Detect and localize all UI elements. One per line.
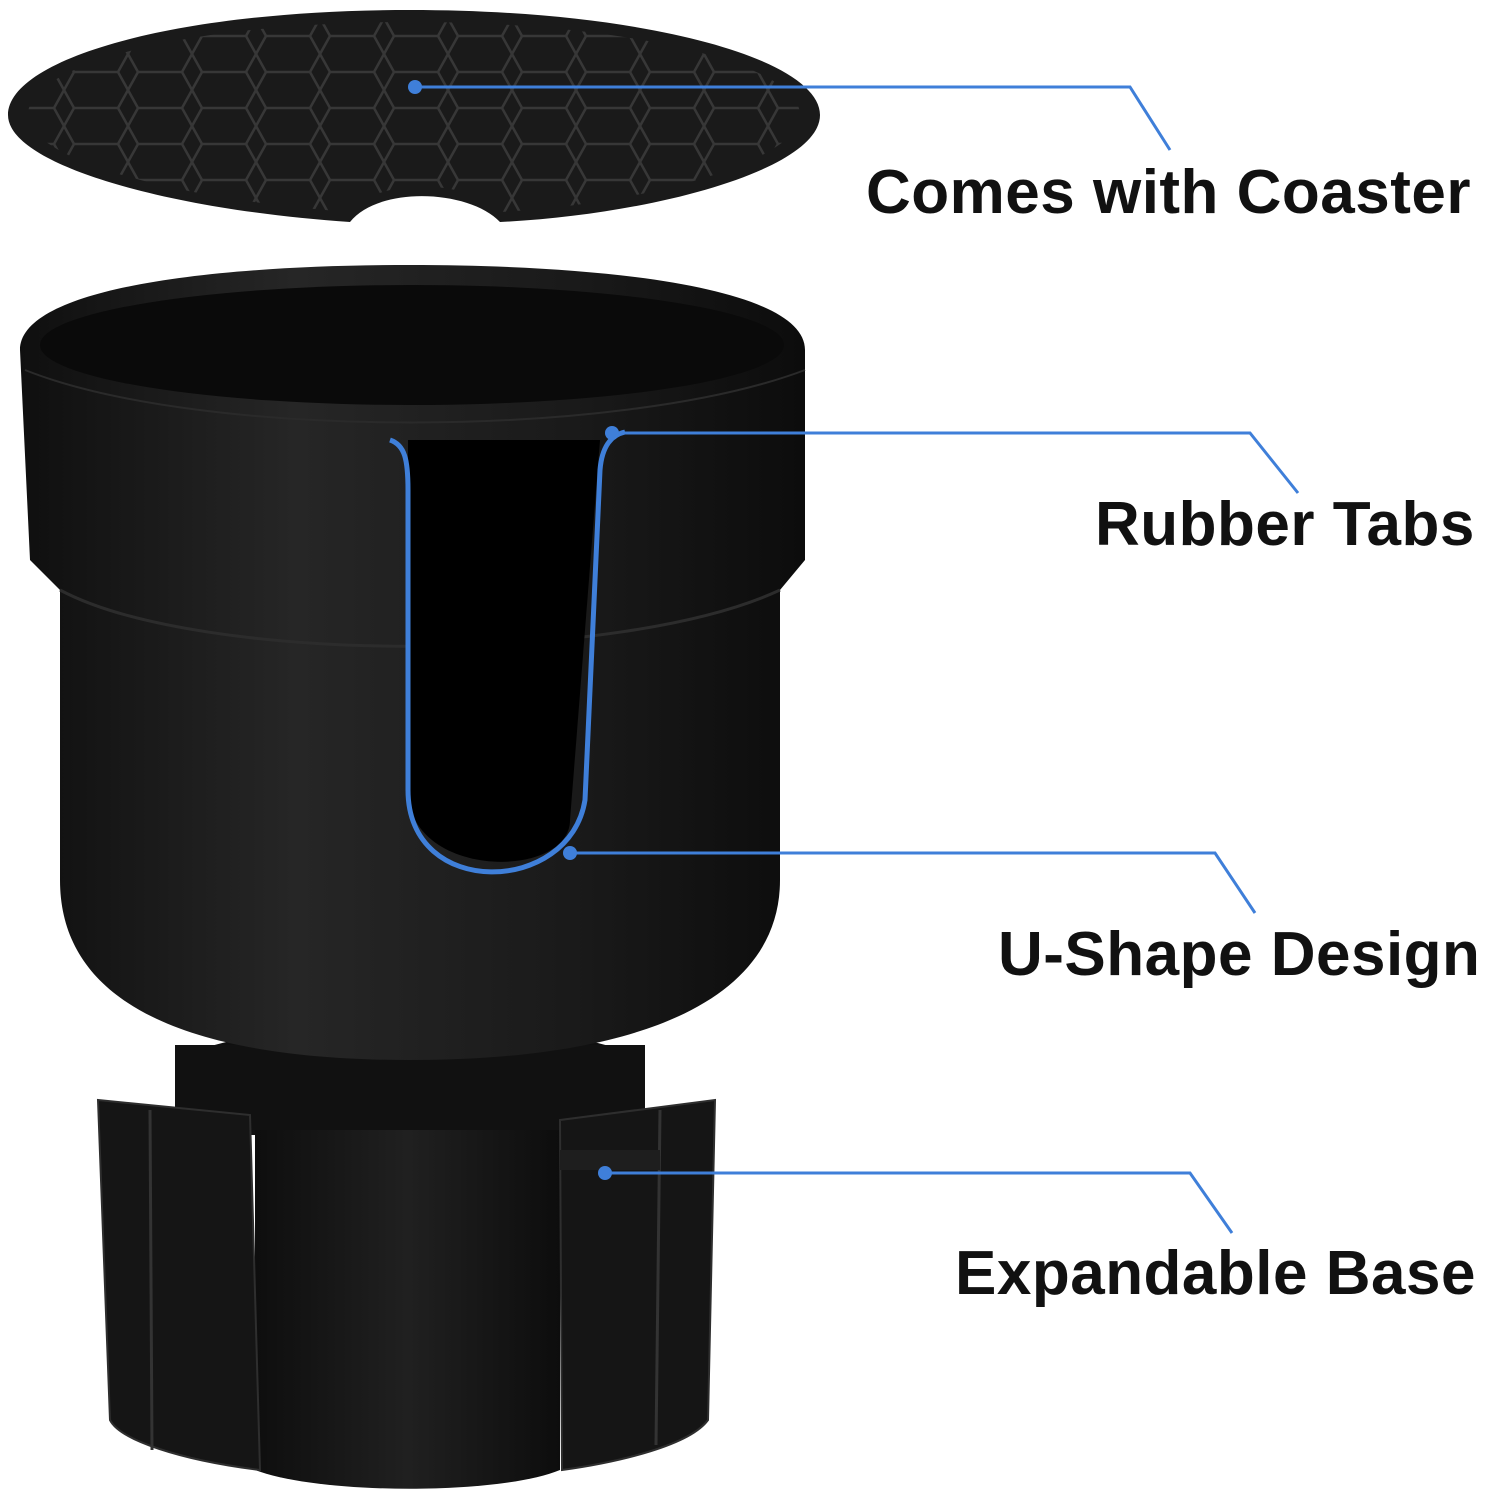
tabs-callout-line <box>612 431 1300 494</box>
callout-label-expandable-base: Expandable Base <box>955 1239 1476 1308</box>
callout-label-u-shape: U-Shape Design <box>998 920 1481 989</box>
expandable-base-image <box>96 1025 717 1489</box>
coaster-image <box>8 10 820 222</box>
u-shape-outline <box>388 429 626 875</box>
base-callout-line <box>605 1171 1234 1234</box>
callout-lines <box>388 85 1300 1234</box>
callout-label-rubber-tabs: Rubber Tabs <box>1095 490 1475 559</box>
callout-label-coaster: Comes with Coaster <box>866 158 1472 227</box>
ushape-callout-line <box>570 851 1257 914</box>
cup-body-image <box>20 265 806 1060</box>
coaster-callout-line <box>415 85 1172 151</box>
callout-dots <box>408 80 619 1180</box>
